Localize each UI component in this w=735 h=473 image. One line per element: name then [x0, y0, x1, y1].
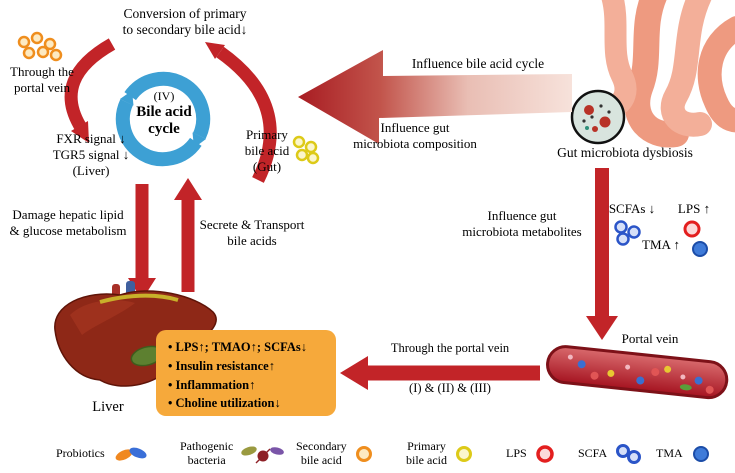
damage-hepatic-label: Damage hepatic lipid & glucose metabolis…	[9, 207, 127, 238]
portal-vein-illustration	[546, 345, 729, 400]
tma-label: TMA ↑	[642, 237, 680, 252]
influence-bile-acid-cycle-label: Influence bile acid cycle	[411, 56, 545, 71]
bile-acid-cycle-label: (IV) Bile acid cycle	[118, 89, 210, 138]
arc-gut-to-conversion	[216, 46, 277, 183]
legend-label: LPS	[506, 446, 527, 461]
legend-item-pathogenic: Pathogenic bacteria	[180, 438, 286, 470]
red-cycle-arrows	[64, 38, 618, 390]
effects-box: • LPS↑; TMAO↑; SCFAs↓ • Insulin resistan…	[156, 330, 336, 416]
scfas-label: SCFAs ↓	[608, 201, 656, 216]
effects-box-item: • Choline utilization↓	[168, 396, 281, 411]
legend-label: Primary bile acid	[406, 439, 447, 467]
scfa-icon	[616, 444, 642, 464]
legend-label: Pathogenic bacteria	[180, 439, 234, 467]
bile-acid-cycle-ring	[115, 71, 211, 167]
legend-label: SCFA	[578, 446, 608, 461]
effects-box-item: • LPS↑; TMAO↑; SCFAs↓	[168, 340, 307, 354]
legend-label: Secondary bile acid	[296, 439, 347, 467]
influence-gut-composition-label: Influence gut microbiota composition	[353, 120, 477, 151]
legend-item-lps: LPS	[506, 438, 556, 470]
legend-item-scfa: SCFA	[578, 438, 644, 470]
pathways-label: (I) & (II) & (III)	[409, 381, 491, 395]
influence-arrow	[298, 50, 572, 144]
primary-bile-acid-gut-label: Primary bile acid (Gut)	[244, 127, 290, 174]
legend-label: Probiotics	[56, 446, 105, 461]
influence-gut-metabolites-label: Influence gut microbiota metabolites	[462, 208, 582, 239]
fxr-tgr5-label: FXR signal ↓ TGR5 signal ↓ (Liver)	[52, 131, 130, 178]
legend-item-tma: TMA	[656, 438, 712, 470]
legend-item-primary-bile: Primary bile acid	[406, 438, 474, 470]
lps-dot	[683, 220, 701, 238]
cycle-name: Bile acid cycle	[136, 104, 192, 137]
primary-bile-acid-icon	[455, 446, 472, 462]
through-portal-vein-top-label: Through the portal vein	[10, 64, 74, 95]
lps-label: LPS ↑	[677, 201, 711, 216]
secrete-transport-label: Secrete & Transport bile acids	[199, 217, 305, 248]
secondary-bile-acid-icon	[355, 446, 372, 462]
tma-icon	[692, 446, 709, 462]
conversion-label: Conversion of primary to secondary bile …	[122, 6, 248, 38]
intestine-illustration	[570, 0, 735, 148]
legend-label: TMA	[656, 446, 683, 461]
lps-icon	[535, 445, 554, 463]
arc-conversion-to-liver	[64, 38, 116, 130]
cycle-numeral: (IV)	[153, 89, 175, 103]
portal-vein-label: Portal vein	[621, 331, 679, 346]
legend-item-secondary-bile: Secondary bile acid	[296, 438, 374, 470]
probiotics-icon	[115, 447, 147, 461]
microbiota-magnifier	[570, 89, 626, 145]
pathogenic-bacteria-icon	[241, 446, 285, 464]
liver-label: Liver	[92, 399, 124, 415]
effects-box-item: • Insulin resistance↑	[168, 358, 275, 373]
scfa-dots	[614, 220, 641, 246]
secondary-bile-acid-dots	[17, 31, 63, 62]
legend-item-probiotics: Probiotics	[56, 438, 150, 470]
through-portal-vein-bottom-label: Through the portal vein	[390, 341, 510, 355]
primary-bile-acid-dots	[292, 135, 320, 165]
gut-dysbiosis-label: Gut microbiota dysbiosis	[557, 145, 693, 160]
tma-dot	[692, 241, 708, 257]
effects-box-item: • Inflammation↑	[168, 377, 256, 392]
